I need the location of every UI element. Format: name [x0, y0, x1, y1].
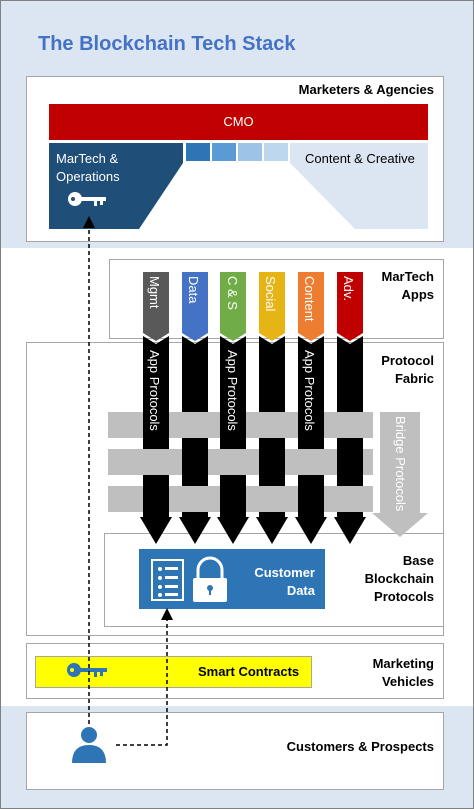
connector-block-4 — [264, 143, 288, 161]
smart-contracts-bar — [35, 656, 312, 688]
smart-contracts-key-icon — [67, 663, 107, 677]
app-chevron-2 — [220, 272, 246, 341]
app-protocols-label-3: App Protocols — [302, 350, 317, 431]
martech-apps-label-2: Apps — [401, 287, 435, 302]
app-column-4 — [295, 272, 327, 544]
protocol-fabric-label-1: Protocol — [381, 353, 434, 368]
app-label-content: Content — [302, 276, 317, 322]
bridge-weave-6 — [180, 486, 210, 512]
connector-block-1 — [186, 143, 210, 161]
martech-ops-label-1: MarTech & — [56, 151, 119, 166]
bridge-weave-7 — [257, 486, 287, 512]
app-column-0 — [140, 272, 172, 544]
customer-to-data-arrow — [116, 608, 173, 746]
app-label-social: Social — [263, 276, 278, 312]
bridge-weave-0 — [141, 449, 171, 475]
lock-icon — [193, 556, 227, 602]
document-list-icon — [151, 559, 184, 601]
bridge-weave-1 — [218, 449, 248, 475]
content-creative-label: Content & Creative — [305, 151, 415, 166]
bridge-weave-4 — [257, 412, 287, 438]
vehicles-label-1: Marketing — [372, 656, 434, 671]
app-chevron-1 — [182, 272, 208, 341]
app-protocols-label-2: App Protocols — [225, 350, 240, 431]
app-protocols-label-1: App Protocols — [147, 350, 162, 431]
cmo-bar — [49, 104, 428, 140]
app-label-cs: C & S — [225, 276, 240, 310]
bridge-weave-3 — [180, 412, 210, 438]
org-chart — [49, 104, 428, 229]
bridge-protocols-label: Bridge Protocols — [393, 416, 408, 512]
key-icon — [68, 192, 106, 206]
app-chevron-3 — [259, 272, 285, 341]
customers-label: Customers & Prospects — [286, 739, 434, 754]
martech-ops-label-2: Operations — [56, 169, 120, 184]
customer-data-label-1: Customer — [254, 565, 315, 580]
bridge-arrow — [372, 412, 428, 537]
vehicles-label-2: Vehicles — [381, 674, 434, 689]
martech-apps-label-1: MarTech — [381, 269, 435, 284]
app-chevron-4 — [298, 272, 324, 341]
connector-block-2 — [212, 143, 236, 161]
bridge-weave-5 — [335, 412, 365, 438]
app-column-2 — [217, 272, 249, 544]
app-chevron-0 — [143, 272, 169, 341]
martech-ops-shape — [49, 143, 183, 229]
connector-block-3 — [238, 143, 262, 161]
app-label-adv: Adv. — [341, 276, 356, 302]
customer-data-label-2: Data — [286, 583, 315, 598]
marketers-label: Marketers & Agencies — [298, 82, 434, 97]
smart-contracts-label: Smart Contracts — [198, 664, 300, 679]
person-icon — [72, 727, 106, 763]
bridge-weave-2 — [296, 449, 326, 475]
base-label-3: Protocols — [374, 589, 434, 604]
app-label-mgmt: Mgmt — [147, 276, 162, 309]
app-protocol-arrow-2 — [217, 336, 249, 544]
app-chevron-5 — [337, 272, 363, 341]
cmo-label: CMO — [223, 114, 254, 129]
content-creative-shape — [290, 143, 428, 229]
base-label-1: Base — [402, 553, 434, 568]
protocol-fabric-label-2: Fabric — [394, 371, 434, 386]
base-label-2: Blockchain — [364, 571, 434, 586]
app-protocol-arrow-4 — [295, 336, 327, 544]
app-label-data: Data — [186, 276, 201, 304]
bridge-weave-8 — [335, 486, 365, 512]
app-protocol-arrow-0 — [140, 336, 172, 544]
diagram-title: The Blockchain Tech Stack — [38, 33, 296, 55]
